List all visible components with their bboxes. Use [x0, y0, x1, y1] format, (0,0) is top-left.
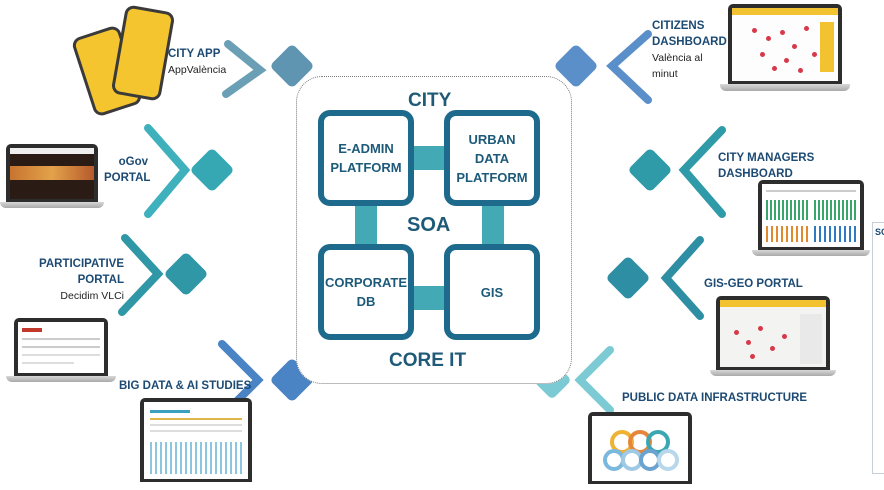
participative-laptop	[6, 318, 116, 388]
connector-city-app-diamond	[271, 45, 313, 87]
phone-front	[110, 4, 176, 102]
public-data-infrastructure-label: PUBLIC DATA INFRASTRUCTURE	[622, 390, 807, 406]
urban-line1: URBAN	[468, 131, 516, 147]
ogov-portal-label: oGov PORTAL	[104, 154, 151, 186]
e-admin-platform-box: E-ADMIN PLATFORM	[318, 110, 414, 206]
participative-portal-label: PARTICIPATIVE PORTAL Decidim VLCi	[20, 256, 124, 304]
city-app-label: CITY APP AppValència	[168, 46, 226, 78]
city-app-subtitle: AppValència	[168, 64, 227, 76]
citizens-subtitle-line1: València al	[652, 52, 703, 64]
corporate-line1: CORPORATE	[324, 275, 408, 290]
connector-city-managers-diamond	[629, 149, 671, 191]
gis-geo-portal-label: GIS-GEO PORTAL	[704, 276, 803, 292]
connector-ogov	[144, 124, 191, 218]
side-panel-label: SC	[875, 227, 884, 237]
connector-participative-diamond	[165, 253, 207, 295]
participative-title-line2: PORTAL	[77, 274, 124, 286]
connector-gis-geo-diamond	[607, 257, 649, 299]
city-managers-title-line2: DASHBOARD	[718, 168, 793, 180]
big-data-title: BIG DATA & AI STUDIES	[119, 380, 252, 392]
connector-city-managers	[678, 126, 726, 218]
connector-citizens	[606, 30, 652, 104]
gis-box: GIS	[444, 244, 540, 340]
e-admin-line2: PLATFORM	[330, 160, 402, 175]
corporate-line2: DB	[356, 294, 376, 309]
city-app-title: CITY APP	[168, 48, 221, 60]
urban-data-platform-box: URBAN DATA PLATFORM	[444, 110, 540, 206]
urban-line2: DATA	[474, 150, 510, 166]
gis-geo-laptop	[710, 296, 836, 382]
ogov-title-line1: oGov	[118, 156, 148, 168]
connector-city-app	[222, 40, 267, 98]
big-data-label: BIG DATA & AI STUDIES	[119, 378, 251, 394]
ogov-title-line2: PORTAL	[104, 172, 151, 184]
connector-ogov-diamond	[191, 149, 233, 191]
city-managers-title-line1: CITY MANAGERS	[718, 152, 815, 164]
e-admin-line1: E-ADMIN	[338, 141, 394, 156]
citizens-laptop	[720, 4, 850, 100]
citizens-title-line1: CITIZENS	[652, 20, 705, 32]
public-data-laptop	[580, 412, 700, 490]
gis-geo-title: GIS-GEO PORTAL	[704, 278, 803, 290]
citizens-subtitle-line2: minut	[652, 68, 678, 80]
city-managers-dashboard-label: CITY MANAGERS DASHBOARD	[718, 150, 814, 182]
connector-public-data	[574, 346, 614, 414]
participative-subtitle: Decidim VLCi	[60, 290, 124, 302]
public-data-title: PUBLIC DATA INFRASTRUCTURE	[622, 392, 808, 404]
public-data-rings-icon	[603, 430, 679, 471]
corporate-db-box: CORPORATE DB	[318, 244, 414, 340]
hub-soa-label: SOA	[407, 214, 451, 236]
cropped-side-panel: SC	[872, 222, 884, 474]
citizens-title-line2: DASHBOARD	[652, 36, 727, 48]
citizens-dashboard-label: CITIZENS DASHBOARD València al minut	[652, 18, 727, 82]
gis-line1: GIS	[480, 284, 504, 300]
hub-core-it-label: CORE IT	[389, 350, 467, 371]
urban-line3: PLATFORM	[456, 169, 528, 185]
hub-connector-left	[355, 206, 377, 246]
connector-citizens-diamond	[555, 45, 597, 87]
city-app-phones	[70, 4, 176, 118]
hub-connector-right	[482, 206, 504, 246]
participative-title-line1: PARTICIPATIVE	[39, 258, 124, 270]
city-managers-laptop	[752, 180, 870, 262]
hub-city-label: CITY	[408, 90, 452, 111]
connector-participative	[118, 234, 164, 316]
connector-gis-geo	[660, 236, 704, 320]
big-data-laptop	[118, 398, 268, 490]
ogov-laptop	[0, 144, 104, 214]
